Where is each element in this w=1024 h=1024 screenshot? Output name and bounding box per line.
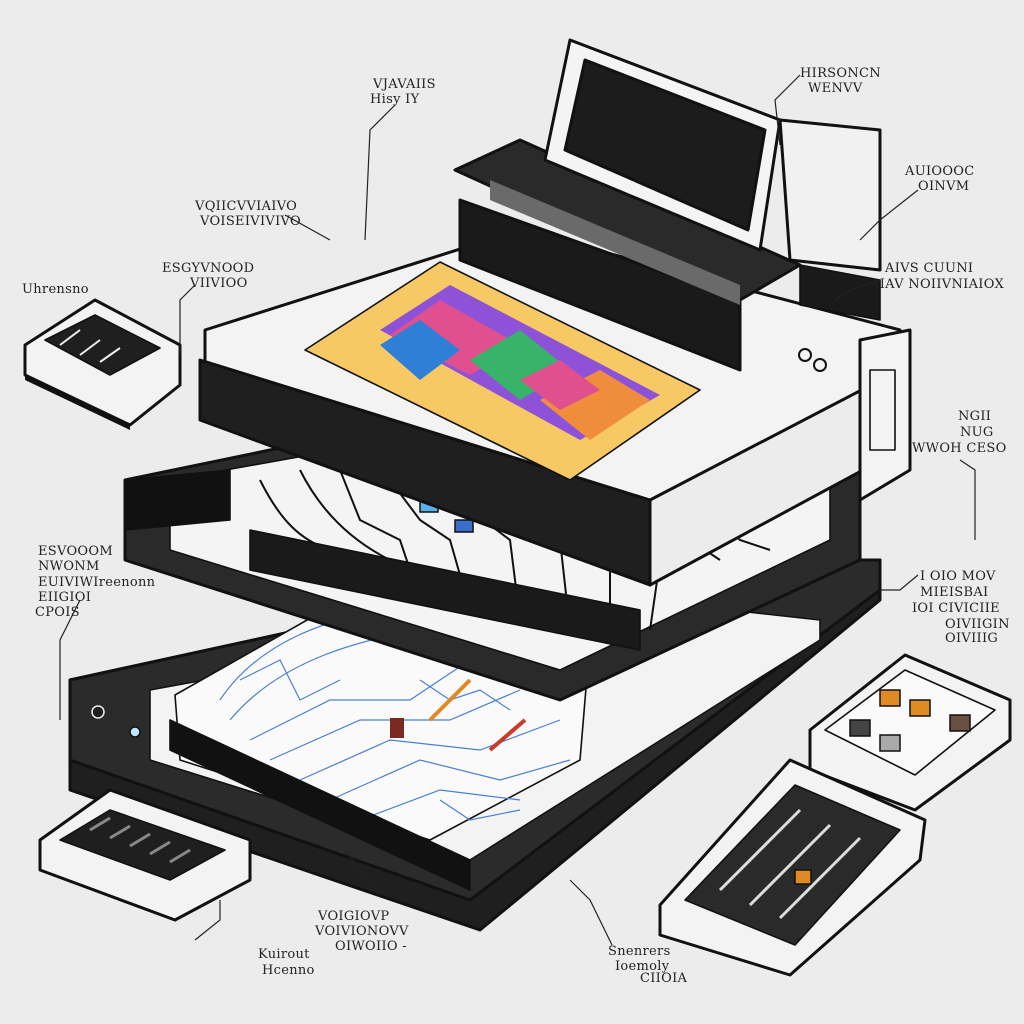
module-right-lower [658,758,927,977]
blueprint-lines [219,609,571,821]
callout-line: Kuirout [258,947,310,962]
callout-line: Uhrensno [22,282,89,297]
callout-line: IOI CIVICIIE [912,601,1000,616]
paper-feeder [543,38,882,321]
leader-lines [59,74,976,946]
callout-line: ESGYVNOOD [162,261,254,276]
module-right-upper [808,653,1012,812]
callout-line: NUG [960,425,994,440]
callout-left-module: ESGYVNOOD VIIVIOO [162,261,254,291]
callout-bottom-right: Snenrers Ioemoly CIIOIA [608,944,688,986]
callout-line: MIEISBAI [920,585,988,600]
callout-right-mid: AIVS CUUNI AIAV NOIIVNIAIOX [869,261,1004,292]
callout-line: ESVOOOM [38,544,113,559]
callout-line: I OIO MOV [920,569,996,584]
callout-right-lower: I OIO MOV MIEISBAI IOI CIVICIIE OIVIIGIN… [912,569,1010,646]
callout-line: CIIOIA [640,971,688,986]
callout-line: AUIOOOC [904,164,975,179]
callout-line: OIVIIIG [945,631,998,646]
callout-line: WWOH CESO [912,441,1007,456]
module-left-upper [23,298,182,430]
callout-line: HIRSONCN [800,66,881,81]
callout-left-lower: ESVOOOM NWONM EUIVIWIreenonn EIIGIOI CPO… [35,544,156,620]
callout-bottom-center: VOIGIOVP VOIVIONOVV OIWOIIO - [314,909,409,954]
callout-line: AIVS CUUNI [884,261,973,276]
callout-line: WENVV [808,81,863,96]
callout-line: VOIGIOVP [317,909,389,924]
callout-line: EUIVIWIreenonn [38,575,156,590]
callout-top-left-upper: VJAVAIIS Hisy IY [370,77,436,107]
callout-line: VIIVIOO [189,276,248,291]
callout-line: NWONM [38,559,100,574]
callout-line: VOIVIONOVV [314,924,409,939]
callout-line: CPOIS [35,605,80,620]
module-left-lower [38,788,252,922]
callout-right-upper: AUIOOOC OINVM [904,164,975,194]
callout-line: EIIGIOI [38,590,91,605]
callout-line: VQIICVVIAIVO [194,199,297,214]
callout-top-right-upper: HIRSONCN WENVV [800,66,881,96]
callout-bottom-left: Kuirout Hcenno [258,947,315,978]
callout-line: NGII [958,409,991,424]
callout-line: Snenrers [608,944,671,959]
callout-line: OIWOIIO - [335,939,407,954]
callout-line: Hcenno [262,963,315,978]
callout-far-left: Uhrensno [22,282,89,297]
callout-line: VOISEIVIVIVO [199,214,301,229]
scanner-unit [198,138,902,587]
callout-line: VJAVAIIS [372,77,436,92]
callout-line: OINVM [918,179,969,194]
side-panel [798,328,912,502]
callout-line: Ioemoly [615,959,670,974]
callout-line: OIVIIGIN [945,617,1010,632]
callout-line: Hisy IY [370,92,420,107]
callout-left-upper: VQIICVVIAIVO VOISEIVIVIVO [194,199,301,229]
callout-line: AIAV NOIIVNIAIOX [869,277,1004,292]
callout-right-middle: NGII NUG WWOH CESO [912,409,1007,456]
